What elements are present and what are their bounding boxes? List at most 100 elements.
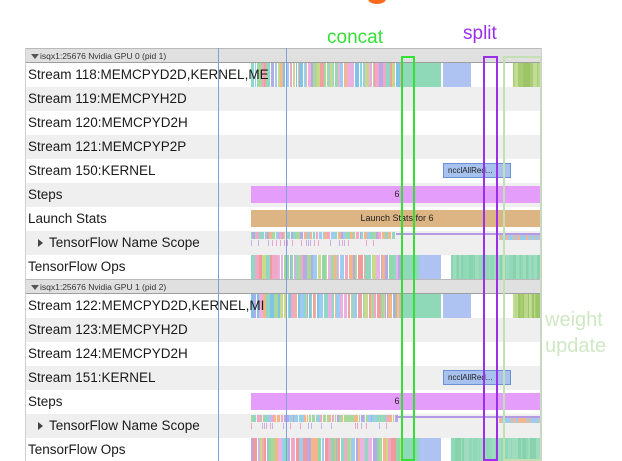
name-scope-block	[395, 415, 398, 422]
expand-triangle-icon[interactable]	[38, 422, 43, 431]
trace-event-block	[345, 255, 347, 279]
trace-row-label[interactable]: Stream 150:KERNEL	[28, 163, 156, 178]
trace-row-label[interactable]: Stream 123:MEMCPYH2D	[28, 322, 188, 337]
trace-row-track[interactable]	[251, 135, 541, 159]
nccl-allreduce-block[interactable]: ncclAllRed...	[443, 370, 511, 385]
trace-row-track[interactable]: 6	[251, 390, 541, 414]
trace-row-track[interactable]: 6	[251, 183, 541, 207]
trace-row[interactable]: Stream 124:MEMCPYD2H	[26, 342, 541, 366]
trace-row-label[interactable]: TensorFlow Name Scope	[38, 231, 200, 255]
trace-row-track[interactable]	[251, 255, 541, 279]
trace-row[interactable]: ncclAllRed... Stream 150:KERNEL	[26, 159, 541, 183]
trace-event-block	[275, 438, 278, 461]
trace-row-track[interactable]	[251, 63, 541, 87]
trace-event-block	[290, 63, 292, 87]
name-scope-block	[301, 240, 302, 246]
trace-solid-bar[interactable]: 6	[251, 393, 541, 410]
trace-row-label[interactable]: TensorFlow Ops	[28, 259, 126, 274]
trace-event-block-weight-update	[453, 255, 456, 279]
trace-row-track[interactable]: ncclAllRed...	[251, 366, 541, 390]
trace-event-block-weight-update	[470, 255, 473, 279]
trace-row[interactable]: TensorFlow Name Scope	[26, 231, 541, 255]
trace-row-track[interactable]: ncclAllRed...	[251, 159, 541, 183]
trace-solid-bar[interactable]: Launch Stats for 6	[251, 210, 541, 227]
name-scope-block	[523, 418, 525, 423]
trace-event-block	[337, 438, 338, 461]
trace-row-label[interactable]: Steps	[28, 187, 63, 202]
trace-row-label[interactable]: Stream 119:MEMCPYH2D	[28, 91, 187, 106]
trace-row[interactable]: TensorFlow Ops	[26, 255, 541, 279]
trace-row[interactable]: ncclAllRed... Stream 151:KERNEL	[26, 366, 541, 390]
trace-row[interactable]: 6 Steps	[26, 183, 541, 207]
trace-row-track[interactable]	[251, 294, 541, 318]
trace-row-track[interactable]	[251, 87, 541, 111]
trace-event-block	[298, 63, 299, 87]
trace-event-block	[383, 63, 386, 87]
nccl-allreduce-block[interactable]: ncclAllRed...	[443, 163, 511, 178]
trace-event-block	[266, 294, 268, 318]
trace-row-track[interactable]	[251, 111, 541, 135]
collapse-triangle-icon[interactable]	[31, 54, 39, 59]
trace-row-label[interactable]: TensorFlow Ops	[28, 442, 126, 457]
trace-row-label[interactable]: Stream 118:MEMCPYD2D,KERNEL,ME	[28, 67, 269, 82]
trace-row-track[interactable]	[251, 414, 541, 438]
row-label-background	[26, 318, 251, 342]
trace-event-block	[258, 63, 262, 87]
trace-event-block-weight-update	[532, 294, 534, 318]
trace-event-block	[317, 294, 319, 318]
trace-event-block	[369, 294, 371, 318]
name-scope-block	[351, 415, 354, 422]
trace-row[interactable]: Stream 118:MEMCPYD2D,KERNEL,ME	[26, 63, 541, 87]
trace-row-label[interactable]: Stream 120:MEMCPYD2H	[28, 115, 188, 130]
trace-event-block	[328, 438, 331, 461]
trace-viewer-panel[interactable]: isqx1:25676 Nvidia GPU 0 (pid 1) Stream 1…	[25, 48, 542, 461]
trace-row[interactable]: TensorFlow Ops	[26, 438, 541, 461]
trace-row-label[interactable]: Launch Stats	[28, 211, 107, 226]
trace-row-label[interactable]: Stream 121:MEMCPYP2P	[28, 139, 187, 154]
trace-event-block	[270, 255, 272, 279]
trace-row-track[interactable]	[251, 438, 541, 461]
trace-row-label[interactable]: Stream 151:KERNEL	[28, 370, 156, 385]
trace-row-label[interactable]: Stream 124:MEMCPYD2H	[28, 346, 188, 361]
process-group-header[interactable]: isqx1:25676 Nvidia GPU 0 (pid 1)	[26, 48, 541, 63]
trace-row-label[interactable]: TensorFlow Name Scope	[38, 414, 200, 438]
expand-triangle-icon[interactable]	[38, 239, 43, 248]
trace-row[interactable]: Stream 122:MEMCPYD2D,KERNEL,MI	[26, 294, 541, 318]
trace-row[interactable]: TensorFlow Name Scope	[26, 414, 541, 438]
trace-event-block-weight-update	[486, 255, 487, 279]
trace-row-track[interactable]	[251, 342, 541, 366]
trace-row[interactable]: Stream 119:MEMCPYH2D	[26, 87, 541, 111]
trace-row-label[interactable]: Stream 122:MEMCPYD2D,KERNEL,MI	[28, 298, 265, 313]
name-scope-block	[366, 240, 367, 246]
trace-row[interactable]: Stream 123:MEMCPYH2D	[26, 318, 541, 342]
collapse-triangle-icon[interactable]	[31, 285, 39, 290]
trace-event-block	[360, 438, 362, 461]
name-scope-track[interactable]	[251, 231, 541, 255]
trace-row[interactable]: 6 Steps	[26, 390, 541, 414]
trace-event-block-weight-update	[530, 438, 533, 461]
trace-row-track[interactable]	[251, 231, 541, 255]
trace-event-block-weight-update	[505, 438, 508, 461]
trace-solid-bar[interactable]: 6	[251, 186, 541, 203]
trace-row[interactable]: Launch Stats for 6 Launch Stats	[26, 207, 541, 231]
name-scope-block	[296, 415, 298, 422]
trace-event-block-weight-update	[536, 294, 538, 318]
trace-event-block	[299, 63, 303, 87]
trace-row[interactable]: Stream 121:MEMCPYP2P	[26, 135, 541, 159]
trace-row-label[interactable]: Steps	[28, 394, 63, 409]
process-group-header-text: isqx1:25676 Nvidia GPU 1 (pid 2)	[40, 282, 167, 292]
trace-event-block	[331, 63, 333, 87]
trace-row-track[interactable]	[251, 318, 541, 342]
name-scope-block	[341, 232, 343, 239]
trace-row-track[interactable]: Launch Stats for 6	[251, 207, 541, 231]
name-scope-block	[355, 423, 356, 429]
trace-event-block	[365, 438, 368, 461]
trace-row[interactable]: Stream 120:MEMCPYD2H	[26, 111, 541, 135]
trace-event-block	[350, 63, 354, 87]
trace-event-block	[338, 438, 340, 461]
trace-event-block	[322, 255, 326, 279]
process-group-header[interactable]: isqx1:25676 Nvidia GPU 1 (pid 2)	[26, 279, 541, 294]
name-scope-track[interactable]	[251, 414, 541, 438]
trace-event-block	[326, 255, 327, 279]
